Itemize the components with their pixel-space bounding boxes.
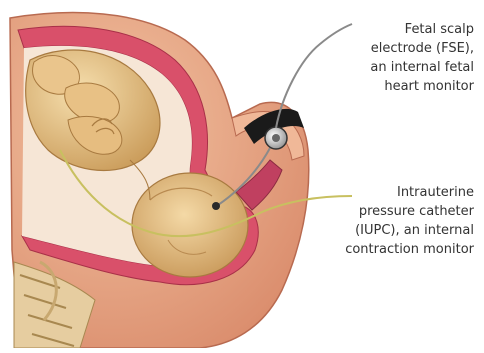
fse-electrode-tip [212,202,220,210]
iupc-label-line: pressure catheter [345,202,474,221]
fse-label-line: Fetal scalp [370,20,474,39]
fse-label-line: electrode (FSE), [370,39,474,58]
iupc-label-line: contraction monitor [345,240,474,259]
iupc-label: Intrauterine pressure catheter (IUPC), a… [345,183,474,259]
iupc-label-line: (IUPC), an internal [345,221,474,240]
fse-label-line: heart monitor [370,77,474,96]
iupc-label-line: Intrauterine [345,183,474,202]
fse-label-line: an internal fetal [370,58,474,77]
fse-label: Fetal scalp electrode (FSE), an internal… [370,20,474,96]
